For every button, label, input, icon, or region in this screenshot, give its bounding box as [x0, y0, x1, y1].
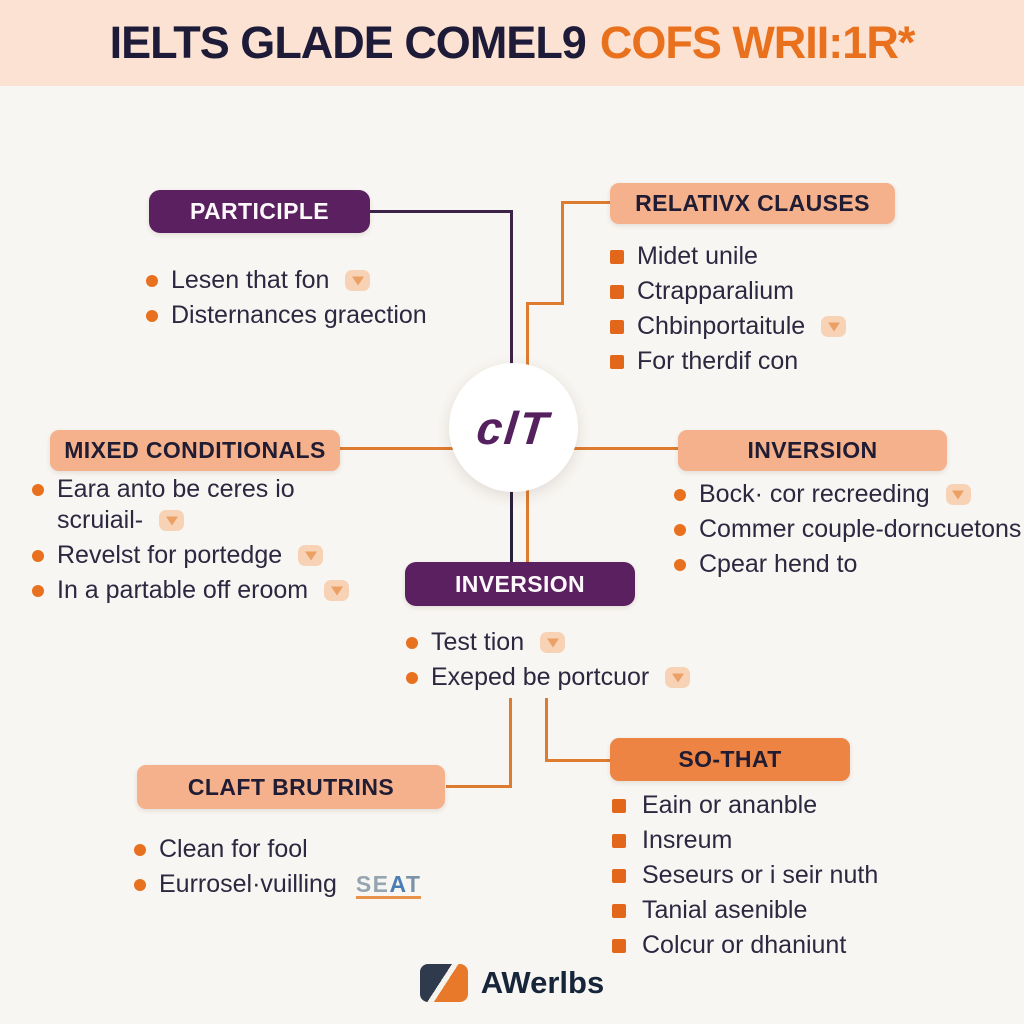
connector-participle-h [369, 210, 513, 213]
so-that-list: Eain or ananble Insreum Seseurs or i sei… [612, 790, 878, 965]
connector-inversion-right-h [558, 447, 679, 450]
bullet-dot-icon [134, 879, 146, 891]
list-item: In a partable off eroom [30, 575, 350, 606]
inversion-center-title-box: INVERSION [405, 562, 635, 606]
list-item: Colcur or dhaniunt [612, 930, 878, 961]
list-item: Revelst for portedge [30, 540, 349, 571]
list-item: For therdif con [610, 346, 846, 377]
list-item: Seseurs or i seir nuth [612, 860, 878, 891]
inversion-right-title-box: INVERSION [678, 430, 947, 471]
footer-brand: AWerlbs [0, 957, 1024, 1009]
list-item: Eain or ananble [612, 790, 878, 821]
participle-title-box: PARTICIPLE [149, 190, 370, 233]
bullet-dot-icon [674, 489, 686, 501]
connector-mixed-h [339, 447, 471, 450]
badge-icon [540, 632, 566, 653]
bullet-dot-icon [32, 550, 44, 562]
list-item: Ctrapparalium [610, 276, 846, 307]
connector-sothat-h [545, 759, 611, 762]
list-item: Bock· cor recreeding [672, 479, 1021, 510]
list-item: Lesen that fon [144, 265, 427, 296]
connector-center-below-navy [510, 472, 513, 563]
connector-participle-v [510, 210, 513, 430]
badge-icon [665, 667, 691, 688]
participle-title: PARTICIPLE [189, 198, 330, 224]
bullet-dot-icon [134, 844, 146, 856]
relative-clauses-list: Midet unile Ctrapparalium Chbinportaitul… [610, 241, 847, 381]
bullet-dot-icon [674, 559, 686, 571]
bullet-dot-icon [32, 484, 44, 496]
connector-relative-h1 [562, 201, 612, 204]
bullet-dot-icon [674, 524, 686, 536]
badge-icon [159, 510, 185, 531]
connector-relative-v2 [526, 302, 529, 392]
claft-brutrins-title: CLAFT BRUTRINS [187, 773, 395, 800]
mixed-conditionals-title: MIXED CONDITIONALS [64, 437, 326, 463]
connector-relative-h2 [527, 302, 564, 305]
claft-brutrins-list: Clean for fool Eurrosel·vuilling SEAT [132, 834, 422, 904]
so-that-title: SO-THAT [678, 746, 782, 772]
inversion-right-title: INVERSION [747, 437, 878, 463]
inversion-center-list: Test tion Exeped be portcuor [404, 627, 691, 697]
bullet-square-icon [612, 799, 626, 813]
participle-list: Lesen that fon Disternances graection [144, 265, 427, 335]
connector-sothat-v [545, 698, 548, 762]
center-logo-circle: clT [449, 363, 578, 492]
cit-logo: clT [474, 401, 553, 454]
seat-wordmark: SEAT [355, 871, 422, 899]
claft-brutrins-title-box: CLAFT BRUTRINS [137, 765, 445, 809]
bullet-square-icon [612, 904, 626, 918]
list-item: Eara anto be ceres io scruiail- [30, 474, 322, 536]
mixed-conditionals-list: Eara anto be ceres io scruiail- Revelst … [30, 474, 350, 610]
relative-clauses-title: RELATIVX CLAUSES [635, 190, 870, 216]
bullet-dot-icon [406, 672, 418, 684]
header-banner: IELTS GLADE COMEL9 COFS WRII:1R* [0, 0, 1024, 86]
badge-icon [345, 270, 371, 291]
bullet-square-icon [612, 869, 626, 883]
connector-claft-v [509, 698, 512, 788]
bullet-square-icon [610, 355, 624, 369]
brand-logo-icon [419, 964, 468, 1002]
connector-center-below-orange [526, 472, 529, 563]
bullet-dot-icon [146, 310, 158, 322]
bullet-dot-icon [146, 275, 158, 287]
list-item: Clean for fool [132, 834, 421, 865]
bullet-dot-icon [406, 637, 418, 649]
badge-icon [298, 545, 324, 566]
list-item: Cpear hend to [672, 549, 1021, 580]
bullet-square-icon [612, 834, 626, 848]
brand-name: AWerlbs [480, 965, 605, 1000]
list-item: Chbinportaitule [610, 311, 847, 342]
so-that-title-box: SO-THAT [610, 738, 850, 781]
bullet-square-icon [610, 285, 624, 299]
list-item: Eurrosel·vuilling SEAT [132, 869, 422, 900]
list-item: Disternances graection [144, 300, 427, 331]
bullet-square-icon [610, 250, 624, 264]
header-title-dark: IELTS GLADE COMEL9 [109, 17, 587, 68]
connector-relative-v1 [561, 201, 564, 305]
badge-icon [324, 580, 350, 601]
list-item: Midet unile [610, 241, 846, 272]
connector-claft-h [446, 785, 512, 788]
header-title-orange: COFS WRII:1R* [599, 17, 916, 68]
badge-icon [945, 484, 971, 505]
list-item: Exeped be portcuor [404, 662, 691, 693]
list-item: Tanial asenible [612, 895, 878, 926]
badge-icon [821, 316, 847, 337]
relative-clauses-title-box: RELATIVX CLAUSES [610, 183, 895, 224]
list-item: Insreum [612, 825, 878, 856]
inversion-center-title: INVERSION [454, 570, 586, 597]
list-item: Commer couple-dorncuetons [672, 514, 1021, 545]
inversion-right-list: Bock· cor recreeding Commer couple-dornc… [672, 479, 1021, 584]
list-item: Test tion [404, 627, 690, 658]
bullet-dot-icon [32, 585, 44, 597]
bullet-square-icon [612, 939, 626, 953]
bullet-square-icon [610, 320, 624, 334]
mixed-conditionals-title-box: MIXED CONDITIONALS [50, 430, 340, 471]
